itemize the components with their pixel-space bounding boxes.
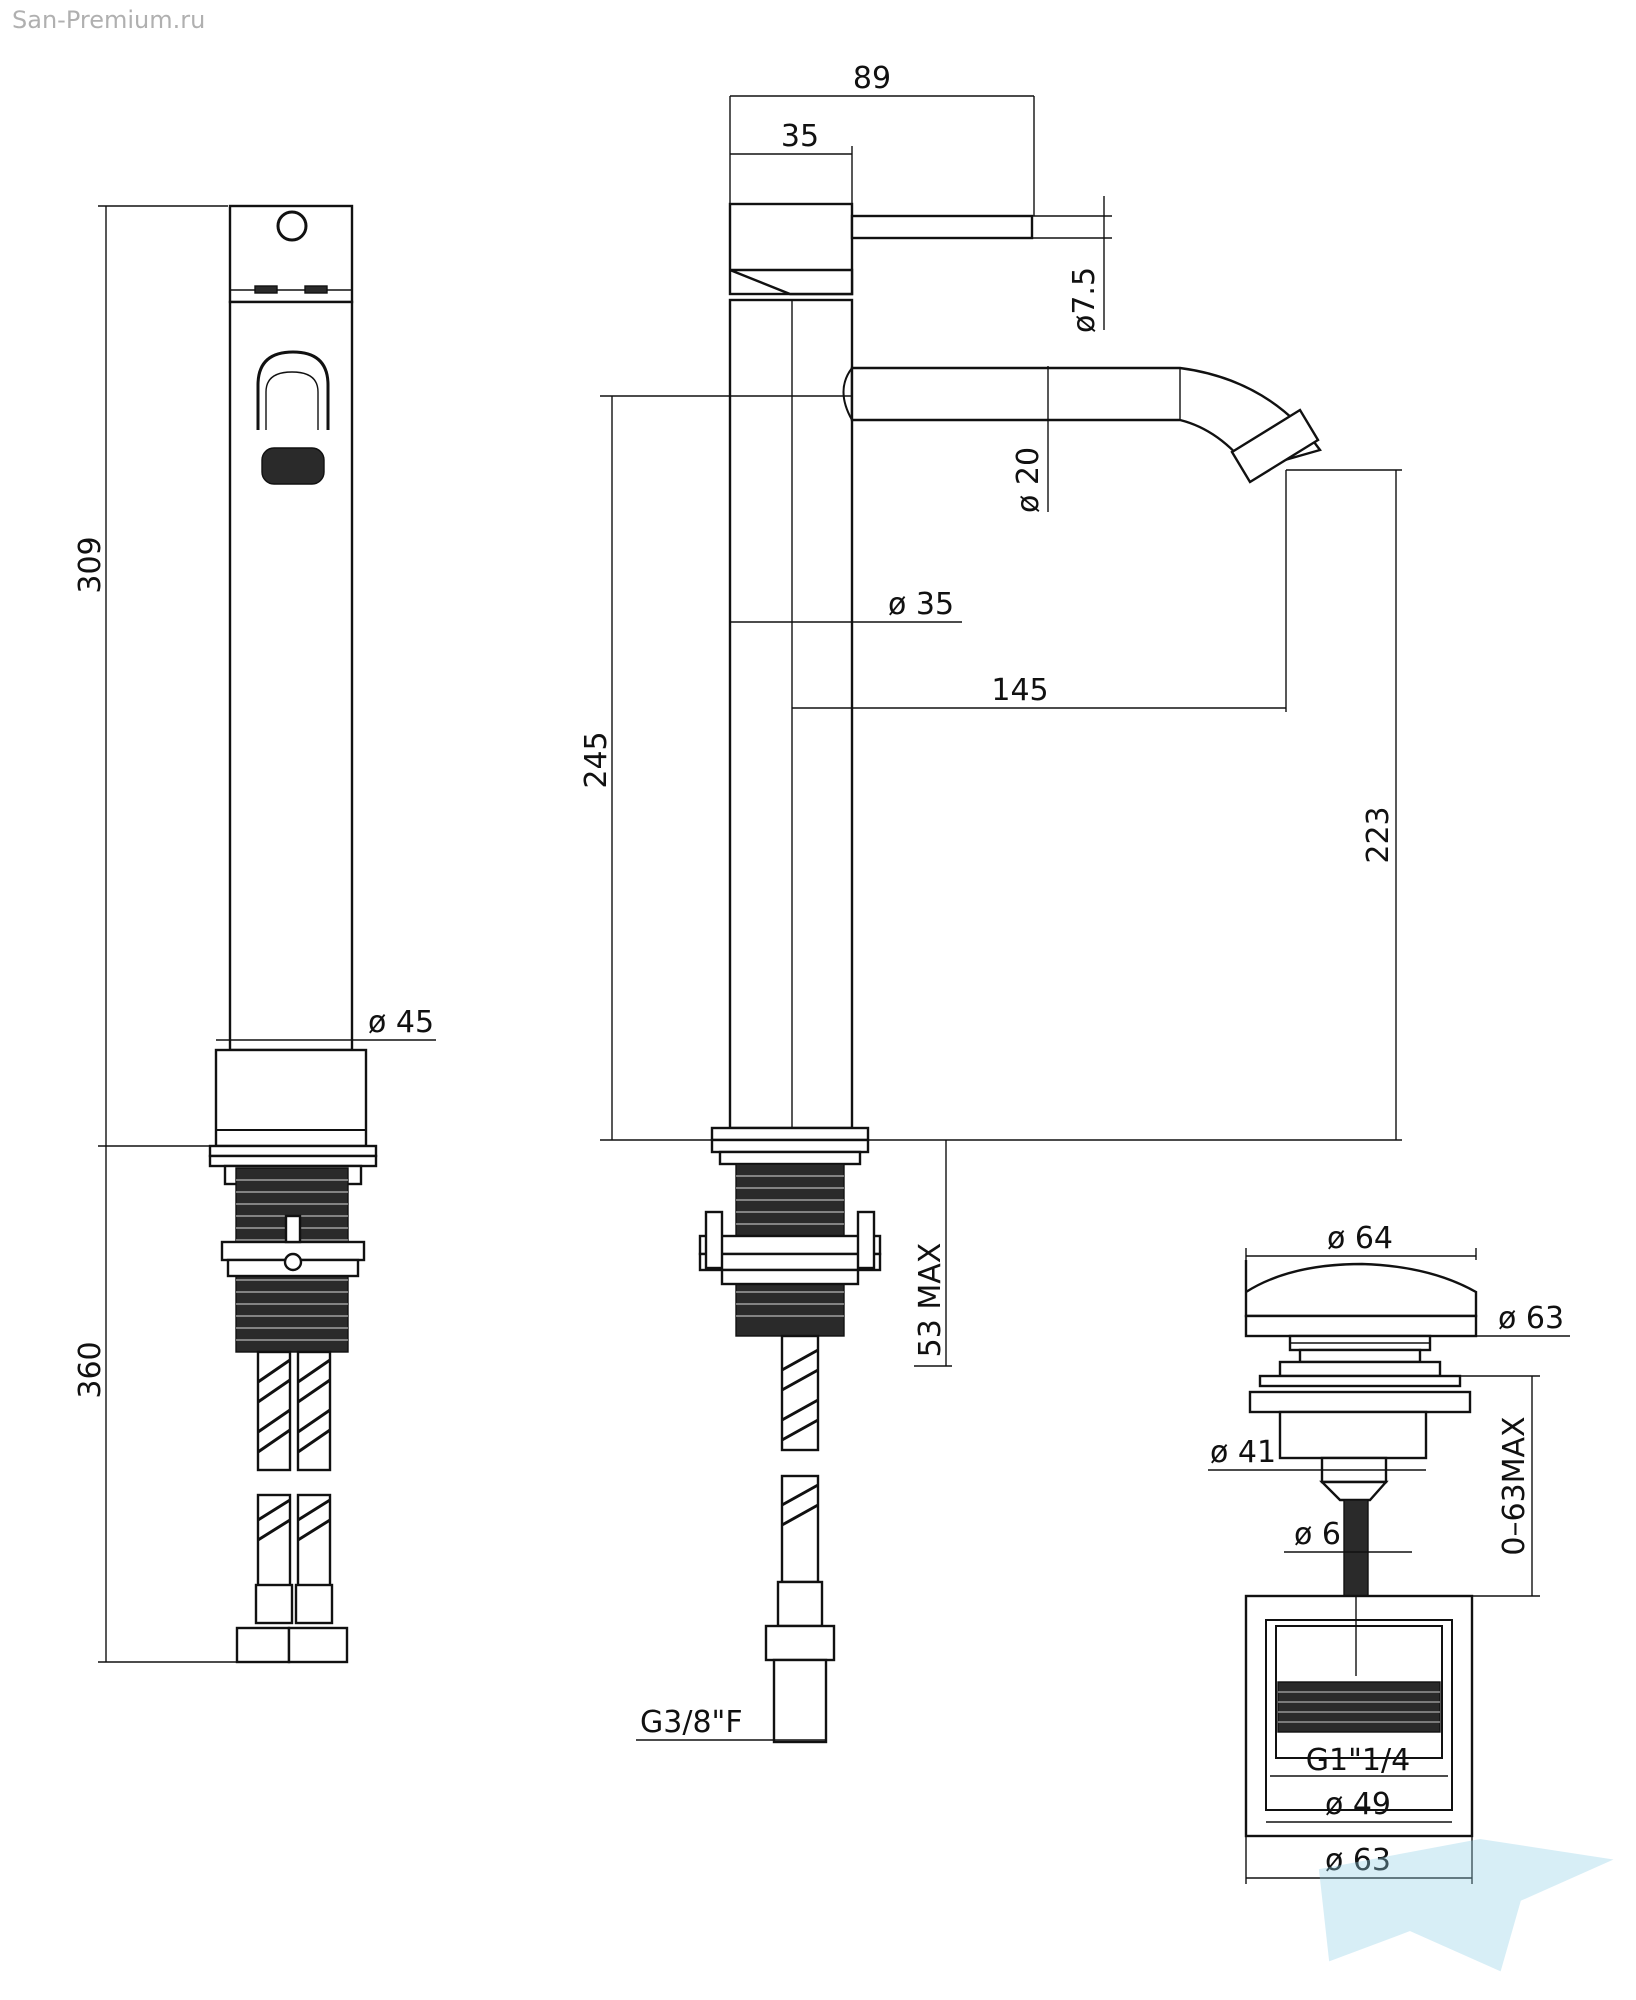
base-ring bbox=[214, 1048, 368, 1148]
waste-valve-view: ø 64 ø 63 0–63MAX ø 41 ø 6 G1"1/4 ø 49 ø… bbox=[1208, 1221, 1570, 1884]
dim-dia-63-upper: ø 63 bbox=[1498, 1301, 1564, 1336]
thread-g1-1-4: G1"1/4 bbox=[1306, 1743, 1410, 1778]
dim-dia-64: ø 64 bbox=[1327, 1221, 1393, 1256]
dim-89: 89 bbox=[853, 61, 891, 96]
handle-indicator-icon bbox=[276, 210, 308, 242]
pop-up-cap bbox=[1244, 1260, 1478, 1318]
dim-dia-35: ø 35 bbox=[888, 587, 954, 622]
dim-dia-63-lower: ø 63 bbox=[1325, 1843, 1391, 1878]
handle-lever bbox=[850, 214, 1034, 240]
dim-245: 245 bbox=[579, 731, 614, 788]
dim-309: 309 bbox=[73, 536, 108, 593]
dim-dia-41: ø 41 bbox=[1210, 1435, 1276, 1470]
valve-stem bbox=[1343, 1499, 1369, 1597]
spout-outlet bbox=[256, 350, 330, 430]
dim-dia-20: ø 20 bbox=[1011, 447, 1046, 513]
dim-53-max: 53 MAX bbox=[913, 1243, 948, 1358]
spout-tip bbox=[1230, 408, 1320, 484]
dim-dia-45: ø 45 bbox=[368, 1005, 434, 1040]
dim-360: 360 bbox=[73, 1341, 108, 1398]
dim-223: 223 bbox=[1361, 806, 1396, 863]
side-view: 89 35 ø7.5 ø 20 ø 35 145 245 223 53 MAX bbox=[579, 61, 1402, 1744]
dim-dia-49: ø 49 bbox=[1325, 1787, 1391, 1822]
dim-35: 35 bbox=[781, 119, 819, 154]
dim-dia-7-5: ø7.5 bbox=[1067, 267, 1102, 333]
dim-145: 145 bbox=[991, 673, 1048, 708]
front-column bbox=[228, 300, 354, 1052]
dim-dia-6: ø 6 bbox=[1294, 1517, 1341, 1552]
supply-hoses bbox=[235, 1350, 349, 1664]
aerator-icon bbox=[261, 447, 325, 485]
brand-logo bbox=[1318, 1838, 1614, 1972]
waste-thread bbox=[1277, 1681, 1441, 1733]
thread-g3-8: G3/8"F bbox=[640, 1705, 743, 1740]
watermark-text: San-Premium.ru bbox=[12, 6, 206, 34]
spout bbox=[850, 366, 1322, 472]
dim-0-63-max: 0–63MAX bbox=[1497, 1416, 1532, 1555]
side-column bbox=[728, 298, 854, 1130]
handle-block bbox=[228, 204, 354, 304]
front-view: 309 360 ø 45 bbox=[73, 204, 436, 1664]
